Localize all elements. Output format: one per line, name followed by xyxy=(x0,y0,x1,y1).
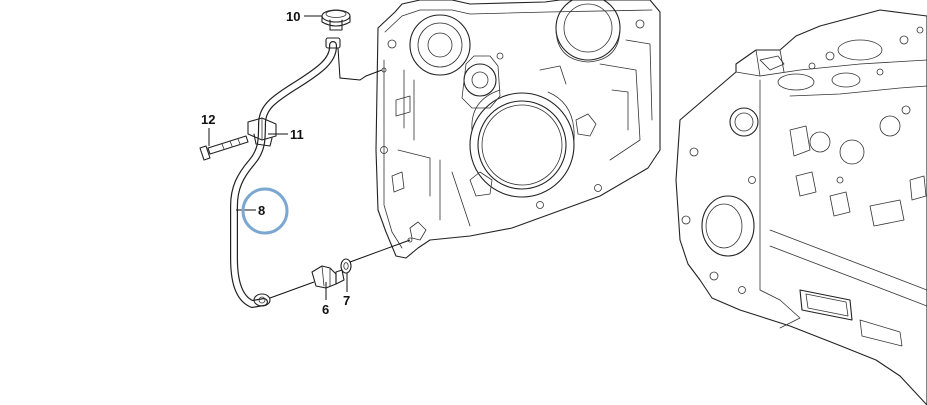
assembly-lines xyxy=(269,47,413,299)
callout-7: 7 xyxy=(343,293,350,308)
union-fitting xyxy=(311,265,345,289)
callout-10: 10 xyxy=(286,9,300,24)
hose-clamp xyxy=(321,9,351,31)
sealing-washer xyxy=(340,258,352,274)
oil-line-hose xyxy=(230,37,341,308)
bolt xyxy=(199,135,249,161)
engine-block xyxy=(675,9,927,405)
highlight-ring xyxy=(241,187,289,235)
callout-8: 8 xyxy=(258,203,265,218)
callout-11: 11 xyxy=(290,127,304,142)
callout-leaders xyxy=(208,15,348,300)
timing-cover xyxy=(375,0,661,259)
callout-6: 6 xyxy=(322,302,329,317)
callout-12: 12 xyxy=(201,112,215,127)
bracket-clip xyxy=(247,117,277,147)
